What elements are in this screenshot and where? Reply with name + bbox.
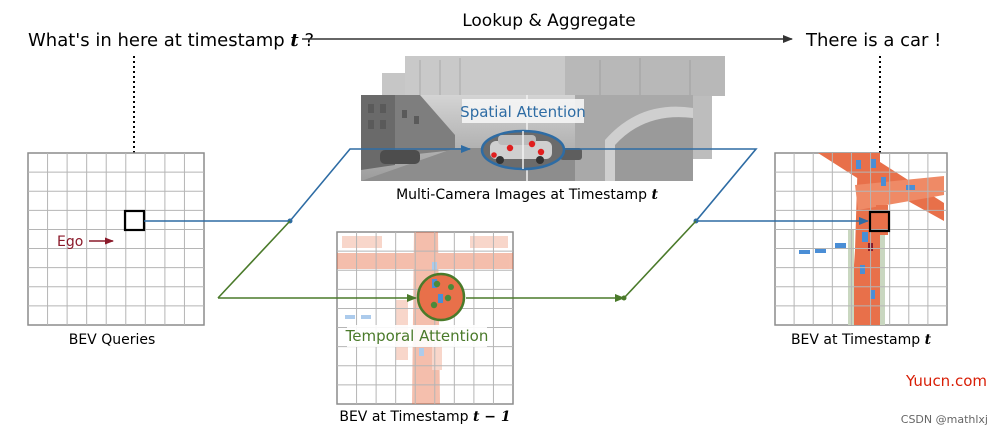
svg-text:What's in here at timestamp: What's in here at timestamp t ? [28, 30, 314, 51]
question-text: What's in here at timestamp t ? [28, 30, 314, 51]
svg-text:Multi-Camera Images at Timesta: Multi-Camera Images at Timestamp t [396, 187, 658, 203]
ego-label: Ego [57, 234, 83, 250]
bev-now-panel [774, 152, 948, 326]
temporal-attention-label: Temporal Attention [345, 327, 489, 345]
temporal-path-up [623, 220, 697, 299]
svg-text:BEV at Timestamp t − 1: BEV at Timestamp t − 1 [339, 409, 510, 425]
svg-text:BEV at Timestamp t: BEV at Timestamp t [791, 332, 932, 348]
bev-prev-caption: BEV at Timestamp t − 1 [339, 409, 510, 425]
camera-caption: Multi-Camera Images at Timestamp t [396, 187, 658, 203]
bev-queries-caption: BEV Queries [69, 332, 156, 348]
spatial-path-left [144, 145, 471, 222]
watermark-credit: CSDN @mathlxj [901, 413, 988, 426]
spatial-path-right [564, 148, 869, 225]
bev-queries-panel: Ego [27, 152, 205, 326]
answer-cell [868, 210, 891, 233]
bev-prev-panel: Temporal Attention [336, 231, 514, 405]
temporal-path-left [217, 220, 291, 299]
watermark-site: Yuucn.com [905, 372, 987, 390]
answer-text: There is a car ! [805, 30, 941, 51]
bev-now-caption: BEV at Timestamp t [791, 332, 932, 348]
spatial-attention-label: Spatial Attention [460, 103, 586, 121]
camera-images-stack: Spatial Attention [361, 56, 725, 181]
lookup-label: Lookup & Aggregate [462, 11, 636, 31]
